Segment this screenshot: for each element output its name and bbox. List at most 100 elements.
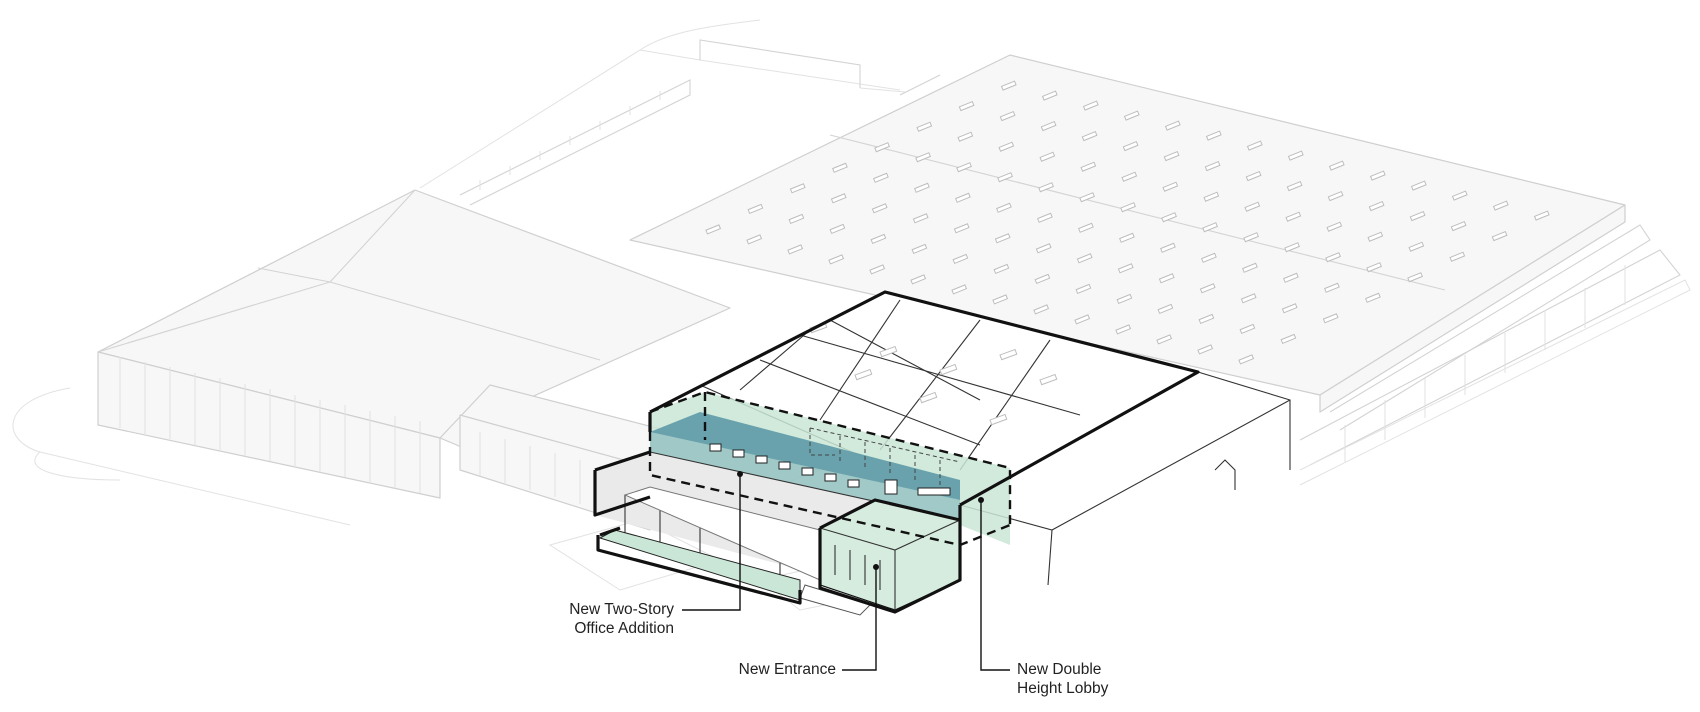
skylight xyxy=(1161,212,1177,223)
skylight xyxy=(1281,303,1298,314)
skylight xyxy=(829,223,846,235)
skylight xyxy=(956,162,972,173)
skylight xyxy=(1283,272,1299,283)
skylight xyxy=(1322,313,1339,324)
skylight xyxy=(998,141,1015,152)
skylight xyxy=(1197,344,1214,355)
skylight xyxy=(1240,293,1257,304)
label-new-entrance: New Entrance xyxy=(700,660,836,679)
skylight xyxy=(915,152,931,163)
skylight xyxy=(1038,182,1054,193)
skylight xyxy=(1242,262,1258,273)
skylight xyxy=(1119,232,1135,243)
skylight xyxy=(955,192,971,203)
skylight xyxy=(789,183,806,194)
skylight xyxy=(1366,262,1382,273)
skylight xyxy=(1287,150,1304,161)
skylight xyxy=(1076,253,1093,264)
skylight xyxy=(1286,180,1303,192)
skylight xyxy=(957,131,974,142)
skylight xyxy=(830,193,847,204)
skylight xyxy=(992,294,1009,305)
skylight xyxy=(951,284,968,295)
label-double-height-lobby: New Double Height Lobby xyxy=(1017,660,1108,698)
skylight xyxy=(1451,190,1468,201)
skylight xyxy=(1243,232,1259,243)
skylight xyxy=(958,100,975,112)
skylight xyxy=(1203,191,1220,202)
skylight xyxy=(1116,293,1133,305)
skylight xyxy=(1164,120,1181,131)
skylight xyxy=(994,233,1011,244)
existing-buildings xyxy=(12,19,1691,611)
skylight xyxy=(1035,243,1052,254)
addition-roof-skylights xyxy=(809,321,1058,426)
skylight xyxy=(997,172,1013,183)
skylight xyxy=(1239,323,1256,335)
skylight xyxy=(1492,200,1509,211)
skylight xyxy=(1039,151,1056,162)
skylight xyxy=(912,213,929,224)
skylight xyxy=(788,213,805,225)
label-office-addition: New Two-Story Office Addition xyxy=(548,600,674,638)
skylight xyxy=(1365,292,1381,303)
skylight xyxy=(1204,160,1221,172)
skylight xyxy=(1245,170,1262,182)
skylight xyxy=(705,224,722,235)
skylight xyxy=(1034,273,1051,285)
skylight xyxy=(1327,190,1344,202)
skylight xyxy=(1408,241,1425,252)
skylight xyxy=(1115,324,1132,335)
skylight xyxy=(1238,354,1255,365)
skylight xyxy=(1157,303,1174,315)
skylight xyxy=(1367,231,1384,242)
skylight xyxy=(1328,160,1345,171)
roof-skylights xyxy=(705,80,1550,365)
skylight xyxy=(1081,130,1098,142)
skylight xyxy=(1074,314,1091,325)
office-windows xyxy=(709,443,951,496)
new-addition xyxy=(593,290,1291,616)
skylight xyxy=(911,243,928,255)
skylight xyxy=(1158,273,1175,284)
skylight xyxy=(1162,181,1179,192)
skylight xyxy=(1075,283,1092,295)
skylight xyxy=(1040,120,1057,132)
skylight xyxy=(874,142,890,153)
label-lobby-line1: New Double xyxy=(1017,661,1102,678)
skylight xyxy=(1246,140,1263,151)
skylight xyxy=(1121,171,1138,182)
skylight xyxy=(1120,202,1136,213)
skylight xyxy=(1409,210,1426,222)
skylight xyxy=(914,182,930,193)
skylight xyxy=(1033,304,1050,315)
skylight xyxy=(1079,192,1095,203)
skylight xyxy=(1163,150,1180,162)
skylight xyxy=(916,121,933,132)
skylight xyxy=(787,244,804,255)
skylight xyxy=(1326,221,1343,232)
skylight xyxy=(1199,283,1216,294)
skylight xyxy=(1080,161,1097,172)
skylight xyxy=(999,110,1016,122)
skylight xyxy=(1407,272,1423,283)
skylight xyxy=(1117,263,1134,274)
skylight xyxy=(870,233,887,245)
skylight xyxy=(996,202,1012,213)
skylight xyxy=(1160,242,1176,253)
skylight xyxy=(873,172,889,183)
skylight xyxy=(910,274,927,285)
skylight xyxy=(1450,220,1467,232)
skylight xyxy=(1000,80,1017,91)
skylight xyxy=(1410,180,1427,191)
skylight xyxy=(952,253,969,265)
label-lobby-line2: Height Lobby xyxy=(1017,680,1109,697)
skylight xyxy=(1325,252,1341,263)
skylight xyxy=(1123,110,1140,121)
skylight xyxy=(953,223,970,234)
skylight xyxy=(1122,140,1139,152)
skylight xyxy=(1198,313,1215,325)
label-office-line1: New Two-Story xyxy=(569,601,674,618)
skylight xyxy=(1037,212,1053,223)
